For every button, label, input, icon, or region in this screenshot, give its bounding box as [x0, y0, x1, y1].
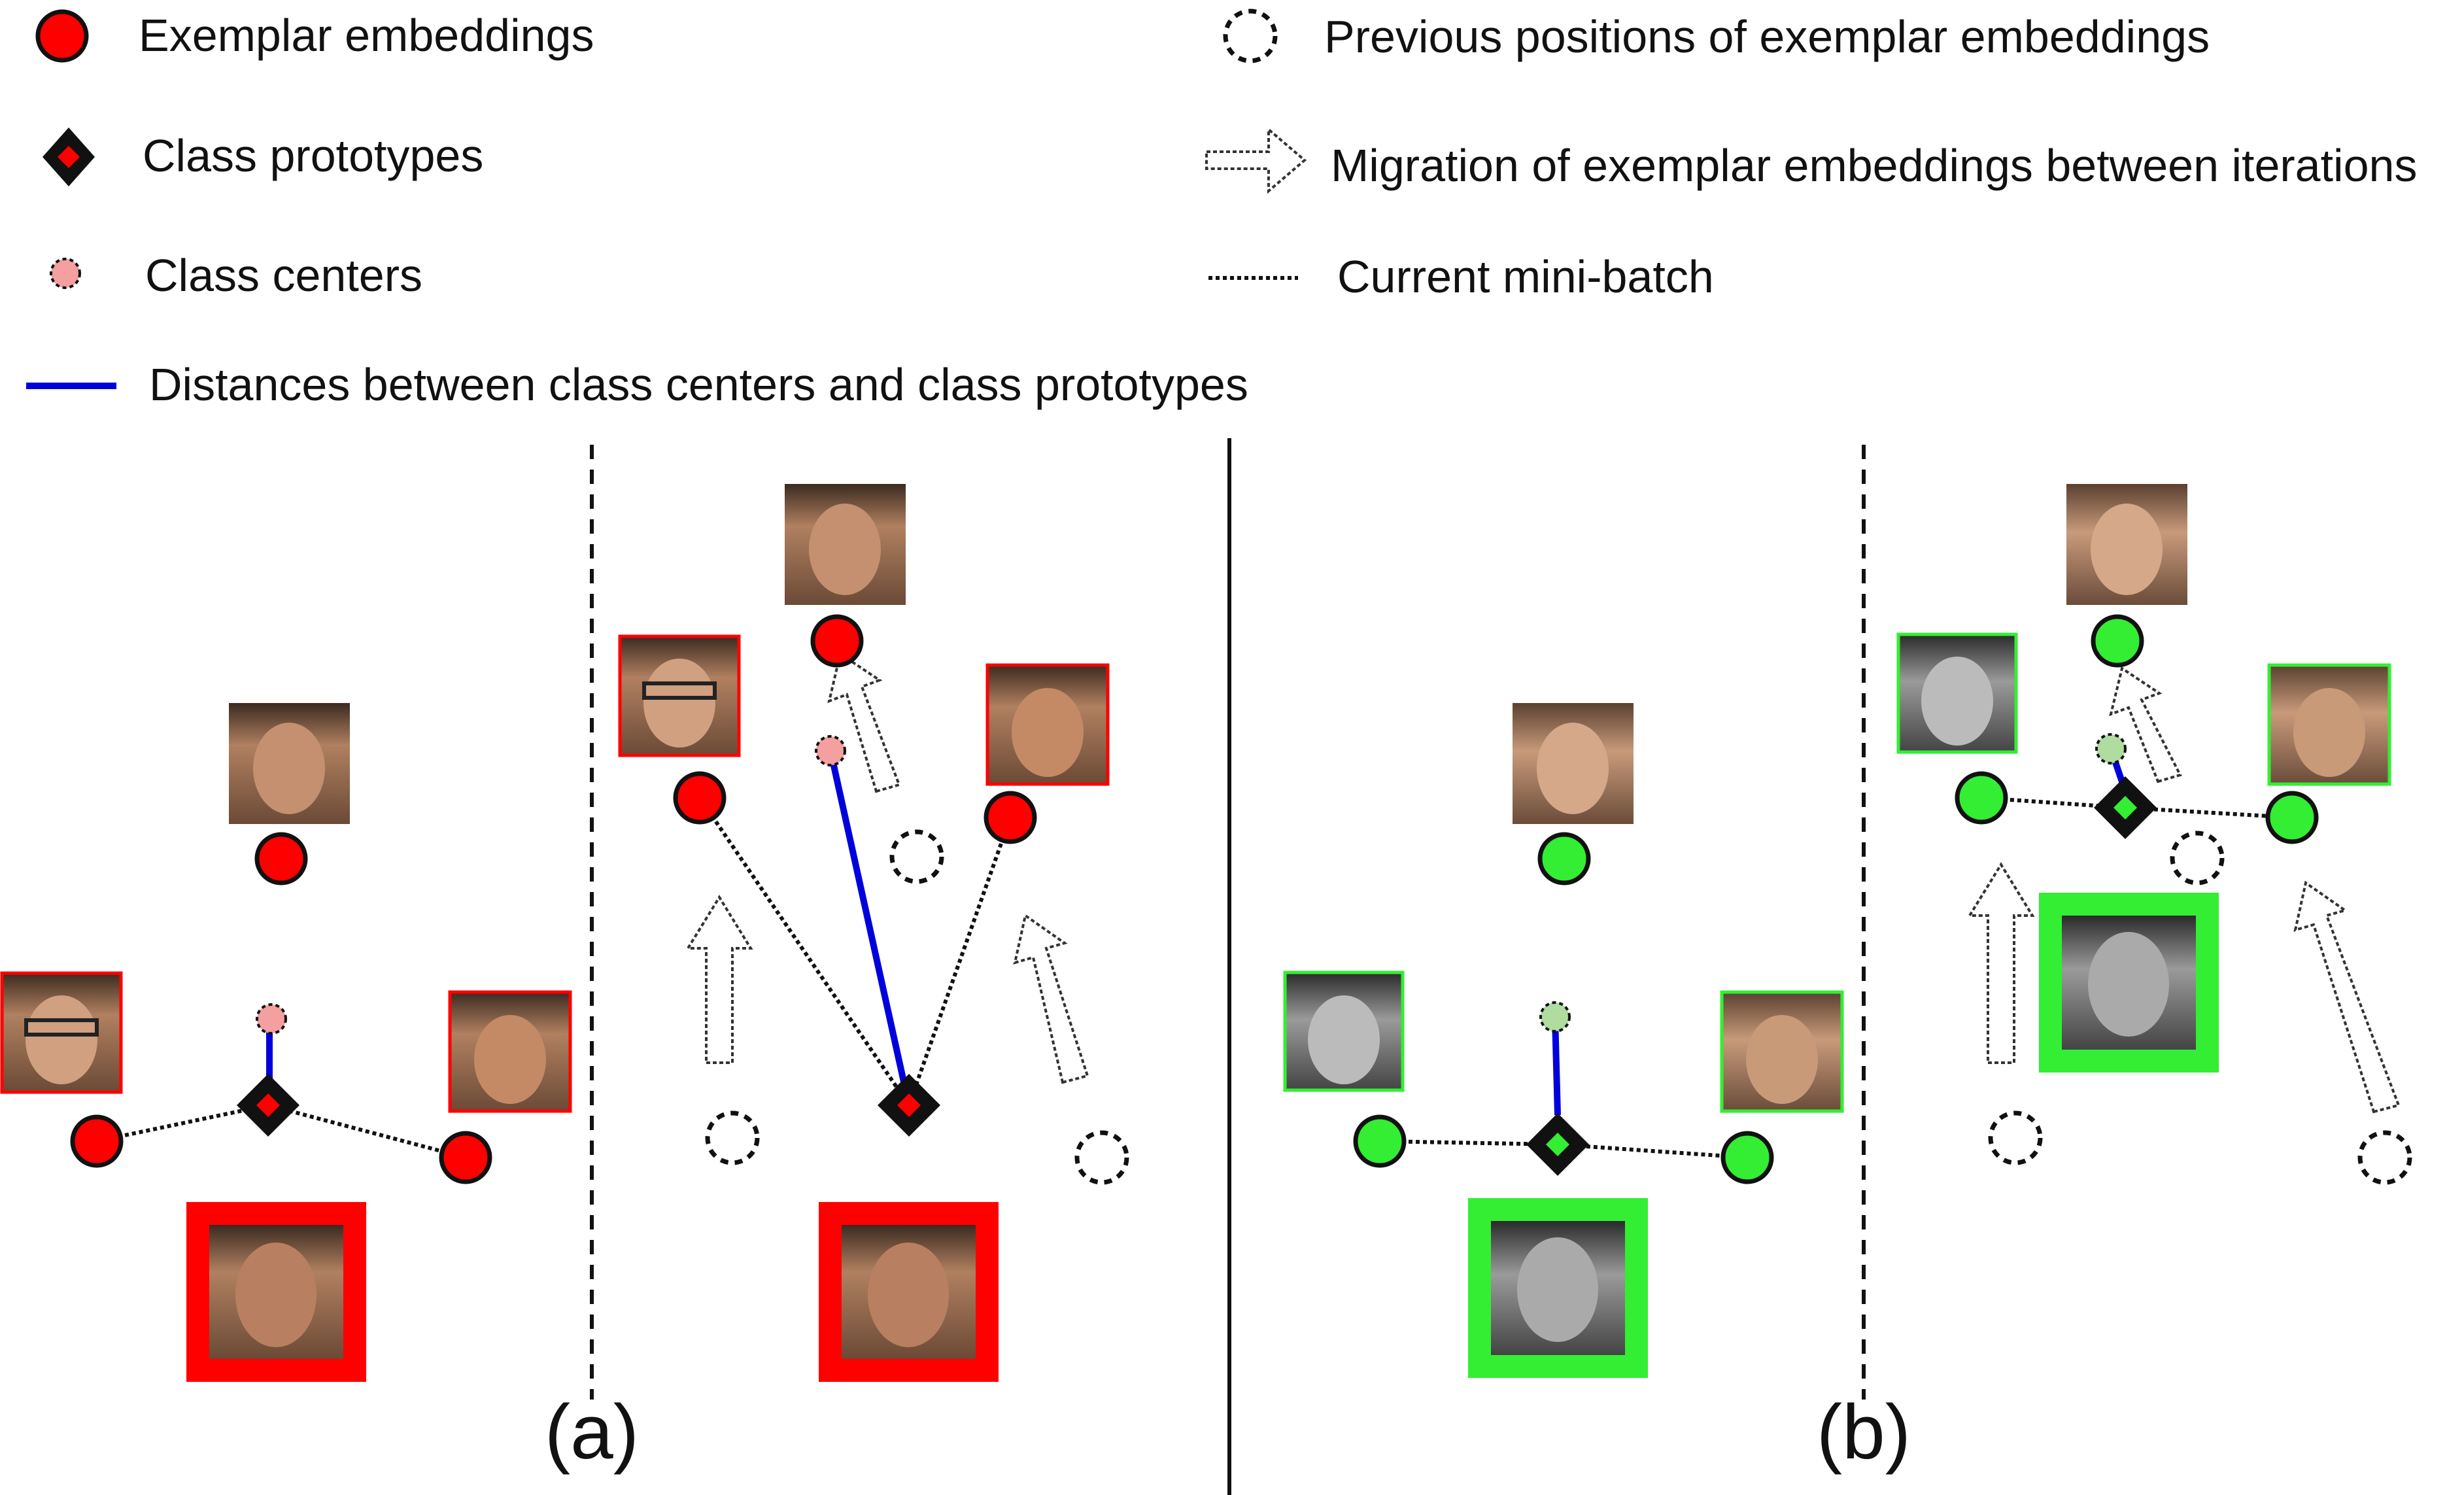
legend-minibatch-label: Current mini-batch: [1337, 251, 1714, 302]
exemplar-embedding: [254, 832, 308, 885]
minibatch-line: [1557, 1143, 1748, 1160]
face-thumbnail: [448, 990, 572, 1113]
exemplar-embedding: [70, 1114, 124, 1168]
legend-migration-label: Migration of exemplar embeddings between…: [1331, 140, 2417, 191]
panel-b-after: [1896, 484, 2412, 1185]
previous-position: [2357, 1130, 2412, 1185]
class-prototype: [1526, 1113, 1589, 1176]
migration-arrow: [1967, 862, 2035, 1064]
exemplar-embedding: [673, 771, 727, 825]
face-thumbnail: [1513, 703, 1634, 824]
class-center: [2095, 733, 2127, 765]
face-thumbnail: [985, 663, 1110, 786]
panel-a-label: (a): [545, 1389, 639, 1475]
migration-arrow: [2293, 880, 2401, 1114]
legend-exemplar-label: Exemplar embeddings: [139, 10, 594, 61]
legend-previous-label: Previous positions of exemplar embedding…: [1324, 11, 2210, 62]
class-center: [256, 1003, 287, 1035]
face-thumbnail: [229, 703, 350, 824]
minibatch-line: [96, 1103, 269, 1143]
legend-prototype-label: Class prototypes: [143, 130, 483, 181]
query-face-thumbnail: [819, 1202, 999, 1382]
panel-b-label: (b): [1817, 1389, 1911, 1475]
previous-position: [705, 1110, 760, 1165]
legend-distance-label: Distances between class centers and clas…: [149, 359, 1248, 410]
exemplar-embedding: [439, 1131, 492, 1184]
query-face-thumbnail: [1468, 1198, 1648, 1378]
minibatch-line: [907, 817, 1012, 1106]
legend-migration-icon: [1205, 126, 1307, 194]
panel-b-before: [1283, 703, 1844, 1378]
class-center: [815, 735, 846, 766]
face-thumbnail: [0, 971, 123, 1094]
minibatch-line: [1379, 1139, 1558, 1146]
face-thumbnail: [2267, 663, 2391, 786]
previous-position: [2170, 831, 2225, 885]
previous-position: [1074, 1130, 1129, 1185]
face-thumbnail: [1283, 971, 1405, 1092]
minibatch-line: [2125, 806, 2293, 819]
previous-position: [889, 829, 944, 884]
legend-previous-icon: [1223, 9, 1278, 63]
face-thumbnail: [618, 634, 741, 757]
migration-arrow: [1013, 913, 1089, 1084]
face-thumbnail: [1720, 990, 1844, 1113]
previous-position: [1988, 1110, 2043, 1165]
migration-arrow: [827, 651, 901, 793]
legend-exemplar-icon: [35, 9, 89, 63]
migration-arrow: [685, 895, 753, 1064]
minibatch-line: [267, 1103, 466, 1160]
legend-center-icon: [50, 258, 81, 289]
distance-line: [827, 749, 912, 1107]
panel-a-after: [618, 484, 1129, 1382]
exemplar-embedding: [984, 791, 1037, 844]
exemplar-embedding: [2265, 791, 2319, 844]
class-prototype: [2094, 776, 2157, 839]
class-prototype: [878, 1074, 940, 1137]
minibatch-line: [698, 797, 911, 1107]
face-thumbnail: [785, 484, 906, 605]
class-center: [1539, 1001, 1571, 1033]
query-face-thumbnail: [2039, 893, 2219, 1073]
exemplar-embedding: [1955, 771, 2008, 825]
legend: Exemplar embeddings Class prototypes Cla…: [26, 9, 2417, 410]
exemplar-embedding: [1537, 832, 1591, 885]
legend-prototype-icon: [43, 128, 95, 186]
query-face-thumbnail: [186, 1202, 366, 1382]
panel-a-before: [0, 703, 572, 1382]
legend-center-label: Class centers: [145, 250, 422, 301]
face-thumbnail: [1896, 632, 2018, 754]
exemplar-embedding: [810, 614, 864, 668]
migration-arrow: [2109, 666, 2182, 783]
face-thumbnail: [2066, 484, 2187, 605]
exemplar-embedding: [2091, 614, 2144, 668]
exemplar-embedding: [1353, 1114, 1407, 1168]
exemplar-embedding: [1720, 1131, 1774, 1184]
class-prototype: [237, 1074, 299, 1137]
distance-line: [1552, 1016, 1561, 1116]
